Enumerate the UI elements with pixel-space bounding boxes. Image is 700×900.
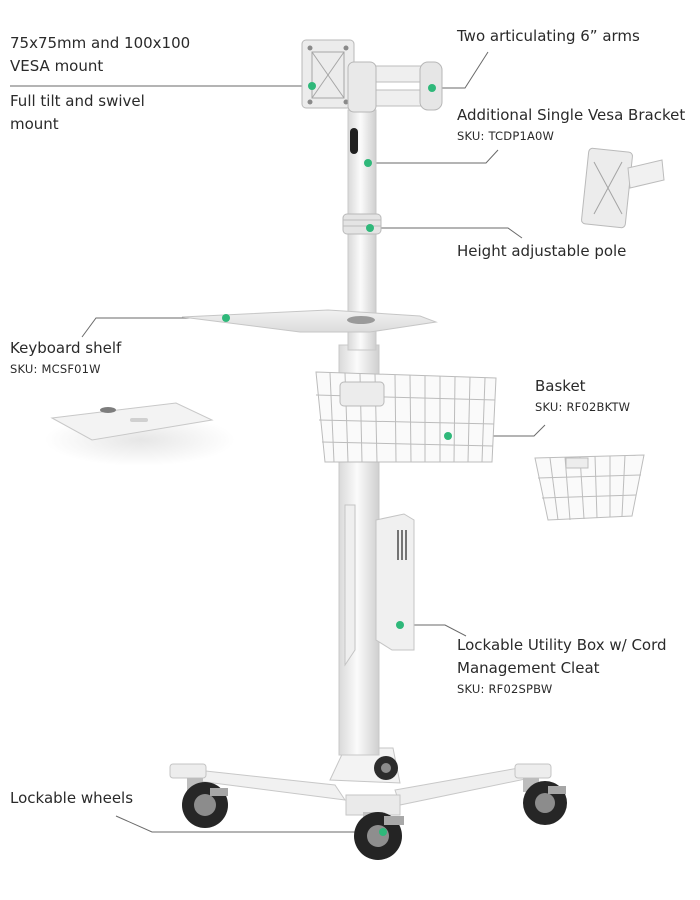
callout-tilt-swivel: Full tilt and swivel mount (10, 90, 145, 136)
callout-bracket-sku: SKU: TCDP1A0W (457, 129, 555, 143)
dot-box (396, 621, 404, 629)
callout-box-title-2: Management Cleat (457, 659, 600, 677)
dot-bracket (364, 159, 372, 167)
callout-wheels: Lockable wheels (10, 787, 133, 810)
dot-shelf (222, 314, 230, 322)
accessory-vesa-bracket (581, 147, 665, 229)
callout-tilt-title-1: Full tilt and swivel (10, 92, 145, 110)
leader-wheels (115, 815, 383, 833)
vesa-mount (301, 39, 355, 109)
callout-shelf-title: Keyboard shelf (10, 339, 122, 357)
callout-shelf-sku: SKU: MCSF01W (10, 362, 101, 376)
callout-pole: Height adjustable pole (457, 240, 626, 263)
utility-box (344, 504, 415, 667)
callout-vesa-title-1: 75x75mm and 100x100 (10, 34, 191, 52)
callout-basket: Basket SKU: RF02BKTW (535, 375, 630, 416)
wheel-right (523, 778, 567, 825)
leader-pole (370, 227, 523, 239)
dot-wheels (379, 828, 387, 836)
callout-vesa-title-2: VESA mount (10, 57, 104, 75)
callout-basket-title: Basket (535, 377, 586, 395)
keyboard-shelf (181, 309, 438, 333)
wheel-left (182, 778, 228, 828)
leader-lines (10, 51, 546, 833)
dot-vesa (308, 82, 316, 90)
callout-box-title-1: Lockable Utility Box w/ Cord (457, 636, 667, 654)
dot-basket (444, 432, 452, 440)
dot-arms (428, 84, 436, 92)
dot-pole (366, 224, 374, 232)
accessory-basket (534, 454, 645, 521)
callout-box-sku: SKU: RF02SPBW (457, 682, 553, 696)
callout-basket-sku: SKU: RF02BKTW (535, 400, 631, 414)
leader-shelf (81, 317, 226, 338)
leader-arms (432, 51, 489, 89)
callout-dots (222, 82, 452, 836)
callout-arms: Two articulating 6” arms (457, 25, 640, 48)
leader-box (400, 624, 467, 637)
callout-vesa-mount: 75x75mm and 100x100 VESA mount (10, 32, 190, 78)
callout-vesa-bracket: Additional Single Vesa Bracket SKU: TCDP… (457, 104, 685, 145)
wheel-front (354, 812, 404, 860)
articulating-arms (347, 61, 443, 113)
leader-bracket (368, 149, 499, 164)
callout-pole-title: Height adjustable pole (457, 242, 627, 260)
callout-bracket-title: Additional Single Vesa Bracket (457, 106, 686, 124)
basket (315, 371, 497, 463)
accessory-keyboard-shelf (45, 402, 235, 466)
callout-wheels-title: Lockable wheels (10, 789, 134, 807)
callout-keyboard-shelf: Keyboard shelf SKU: MCSF01W (10, 337, 121, 378)
callout-tilt-title-2: mount (10, 115, 59, 133)
wheel-back (374, 756, 398, 780)
callout-utility-box: Lockable Utility Box w/ Cord Management … (457, 634, 667, 698)
callout-arms-title: Two articulating 6” arms (457, 27, 640, 45)
